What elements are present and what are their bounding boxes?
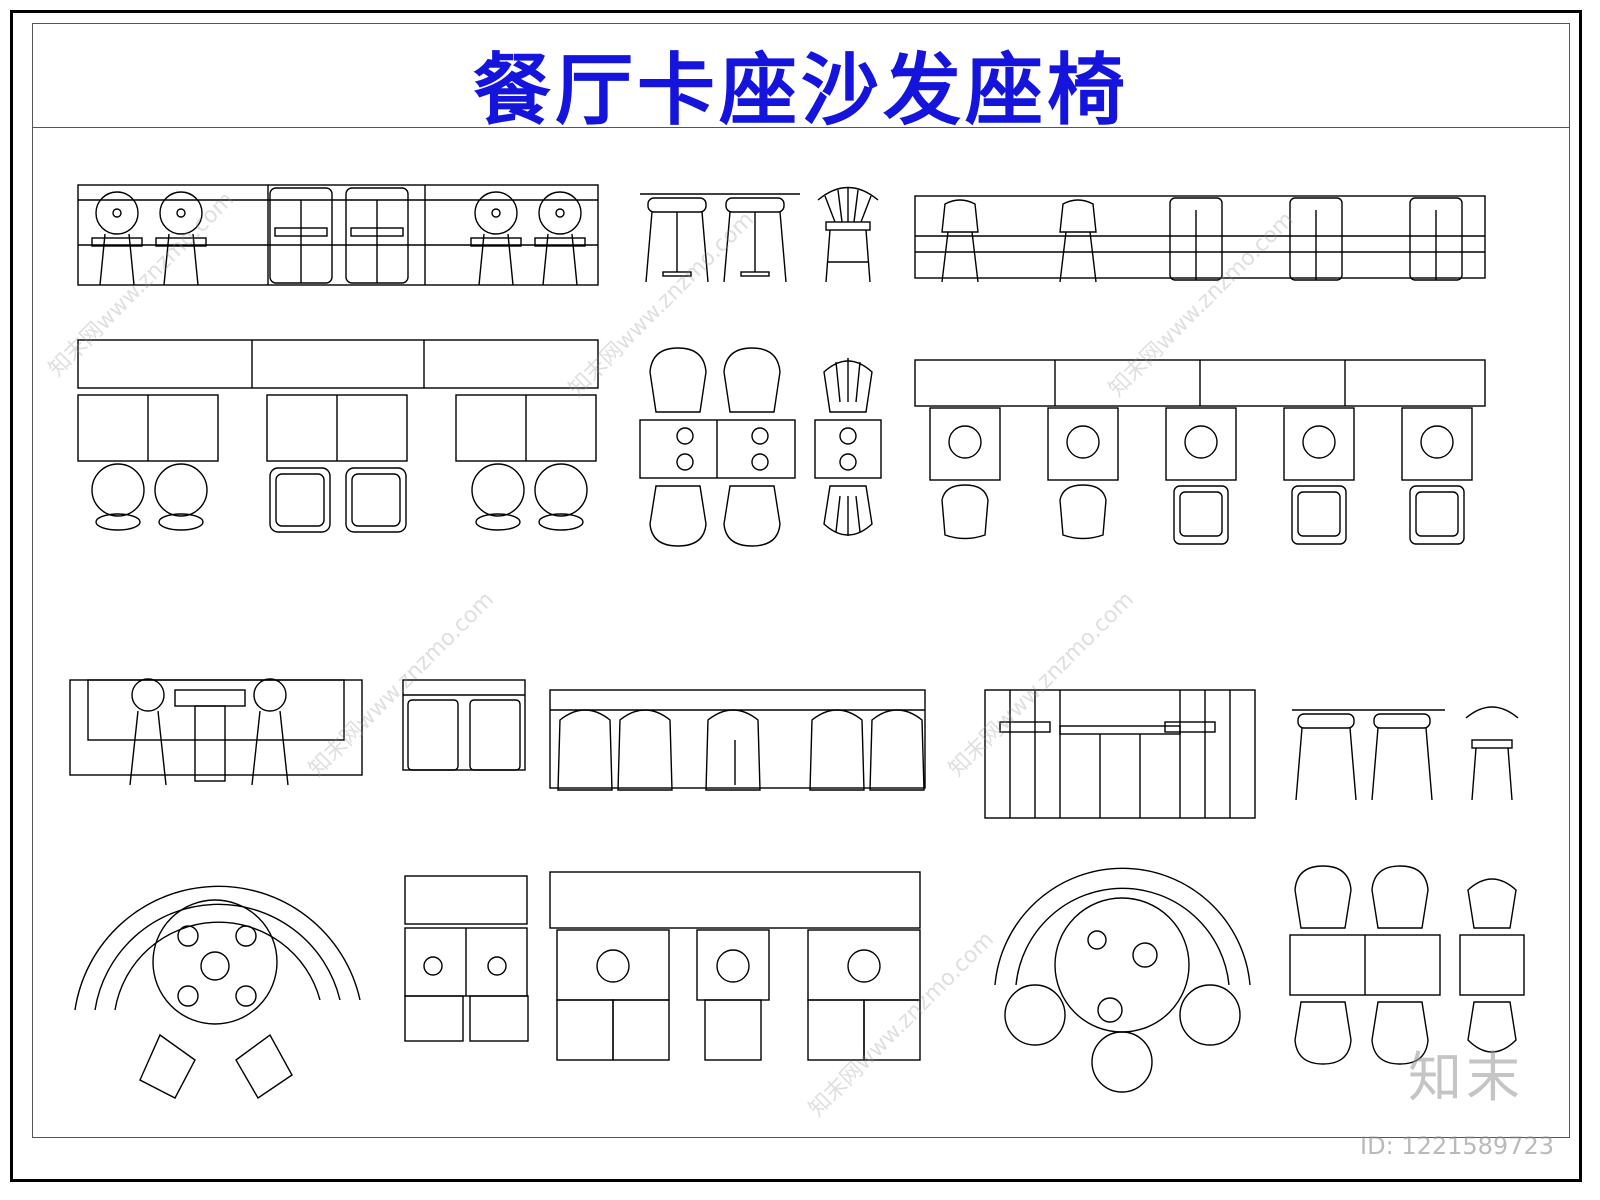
plan-booth-row-2: [77, 339, 599, 533]
image-id-watermark: ID: 1221589723: [1360, 1132, 1554, 1160]
title-divider: [32, 127, 1570, 128]
plan-counter-row-2: [914, 359, 1486, 545]
page-title: 餐厅卡座沙发座椅: [472, 45, 1129, 136]
elevation-bar-counter-row-1: [914, 195, 1486, 283]
inner-frame: [32, 23, 1570, 1138]
plan-four-seat-tables-row-2: [639, 347, 882, 547]
plan-small-booth-row-4: [404, 875, 529, 1042]
plan-semicircle-booth-left: [74, 885, 361, 1100]
elevation-booth-row-1: [77, 184, 599, 286]
outer-frame: [10, 10, 1582, 1182]
plan-long-counter-row-4: [549, 871, 921, 1061]
plan-semicircle-booth-right: [994, 867, 1251, 1093]
elevation-booth-row-3: [69, 678, 363, 786]
elevation-small-booth-row-3: [402, 679, 526, 771]
elevation-panel-booth-row-3: [984, 689, 1256, 819]
elevation-long-bench-row-3: [549, 689, 926, 791]
brand-logo-watermark: 知末: [1408, 1046, 1524, 1109]
elevation-bar-stools-row-1: [640, 186, 879, 283]
plan-four-seat-tables-row-4: [1289, 865, 1525, 1065]
elevation-bar-stools-row-3: [1292, 706, 1519, 801]
